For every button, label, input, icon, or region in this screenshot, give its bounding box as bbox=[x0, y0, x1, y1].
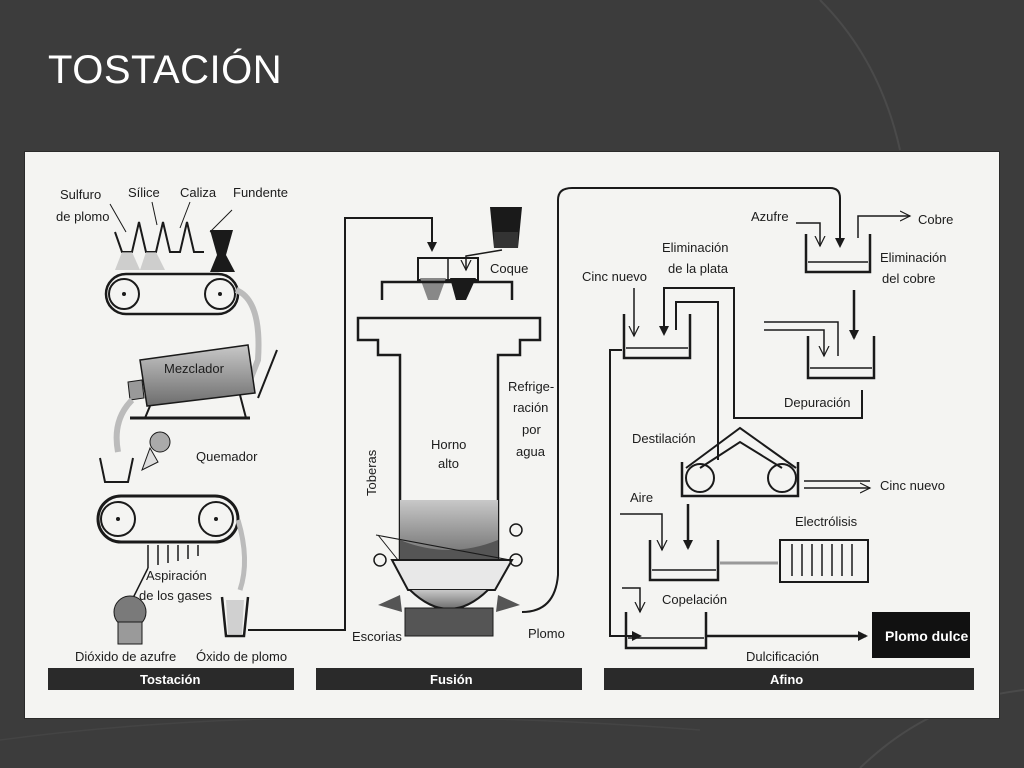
label-refrigeracion-1: Refrige- bbox=[508, 379, 554, 394]
label-azufre: Azufre bbox=[751, 209, 789, 224]
label-caliza: Caliza bbox=[180, 185, 217, 200]
blast-furnace: Horno alto bbox=[356, 280, 542, 637]
label-refrigeracion-4: agua bbox=[516, 444, 546, 459]
label-eliminacion-plata-2: de la plata bbox=[668, 261, 729, 276]
label-dulcificacion: Dulcificación bbox=[746, 649, 819, 664]
label-silice: Sílice bbox=[128, 185, 160, 200]
label-horno: Horno bbox=[431, 437, 466, 452]
label-destilacion: Destilación bbox=[632, 431, 696, 446]
gas-suction-pipes: Aspiración de los gases bbox=[130, 545, 212, 603]
conveyor-belt-top bbox=[104, 272, 240, 316]
label-toberas: Toberas bbox=[364, 449, 379, 496]
band-tostacion bbox=[48, 668, 294, 690]
label-copelacion: Copelación bbox=[662, 592, 727, 607]
label-depuracion: Depuración bbox=[784, 395, 851, 410]
electrolisis-cell: Electrólisis bbox=[720, 514, 869, 583]
mezclador: Mezclador bbox=[127, 344, 278, 420]
quemador: Quemador bbox=[141, 431, 258, 472]
process-diagram: Sulfuro de plomo Sílice Caliza Fundente … bbox=[25, 152, 999, 718]
label-eliminacion-cobre-2: del cobre bbox=[882, 271, 935, 286]
label-coque: Coque bbox=[490, 261, 528, 276]
coque-bucket: Coque bbox=[490, 207, 528, 276]
lead-line-to-refining bbox=[521, 187, 845, 613]
plomo-dulce-badge: Plomo dulce bbox=[872, 612, 970, 658]
label-fundente: Fundente bbox=[233, 185, 288, 200]
label-cinc-nuevo-out: Cinc nuevo bbox=[880, 478, 945, 493]
hoppers bbox=[114, 209, 235, 272]
label-electrolisis: Electrólisis bbox=[795, 514, 858, 529]
label-quemador: Quemador bbox=[196, 449, 258, 464]
slide-title: TOSTACIÓN bbox=[48, 48, 283, 92]
label-escorias: Escorias bbox=[352, 629, 402, 644]
label-cinc-nuevo-in: Cinc nuevo bbox=[582, 269, 647, 284]
receiving-hopper bbox=[99, 457, 134, 483]
band-fusion bbox=[316, 668, 582, 690]
return-line-depuracion bbox=[659, 287, 863, 419]
label-refrigeracion-2: ración bbox=[513, 400, 548, 415]
label-aspiracion: Aspiración bbox=[146, 568, 207, 583]
band-label-fusion: Fusión bbox=[430, 672, 473, 687]
furnace-top-hopper bbox=[417, 257, 479, 300]
label-de-plomo: de plomo bbox=[56, 209, 109, 224]
band-label-tostacion: Tostación bbox=[140, 672, 200, 687]
silver-removal: Eliminación de la plata Cinc nuevo bbox=[582, 240, 729, 460]
depuracion-vessel: Depuración bbox=[764, 321, 876, 410]
label-eliminacion-cobre-1: Eliminación bbox=[880, 250, 946, 265]
refrigeracion-labels: Refrige- ración por agua bbox=[508, 379, 554, 459]
label-alto: alto bbox=[438, 456, 459, 471]
feed-line-to-furnace bbox=[248, 217, 437, 631]
copper-removal: Azufre Cobre Eliminación del cobre bbox=[751, 209, 953, 286]
label-dioxido-de-azufre: Dióxido de azufre bbox=[75, 649, 176, 664]
label-aire: Aire bbox=[630, 490, 653, 505]
input-labels: Sulfuro de plomo Sílice Caliza Fundente bbox=[56, 185, 288, 233]
label-oxido-de-plomo: Óxido de plomo bbox=[196, 649, 287, 664]
feed-chute bbox=[234, 287, 262, 382]
distillation-unit: Destilación Cinc nuevo bbox=[632, 426, 945, 496]
label-cobre: Cobre bbox=[918, 212, 953, 227]
copelacion: Copelación bbox=[622, 587, 727, 650]
band-label-afino: Afino bbox=[770, 672, 803, 687]
oxide-hopper bbox=[220, 596, 250, 638]
label-de-los-gases: de los gases bbox=[139, 588, 212, 603]
label-refrigeracion-3: por bbox=[522, 422, 541, 437]
label-sulfuro: Sulfuro bbox=[60, 187, 101, 202]
sulfur-dioxide-tank bbox=[113, 595, 147, 645]
label-mezclador: Mezclador bbox=[164, 361, 225, 376]
fundente-hopper bbox=[210, 230, 233, 255]
label-plomo-dulce: Plomo dulce bbox=[885, 628, 968, 644]
conveyor-belt-sinter bbox=[96, 494, 248, 591]
band-afino bbox=[604, 668, 974, 690]
stage-bands: Tostación Fusión Afino bbox=[48, 668, 974, 690]
label-plomo: Plomo bbox=[528, 626, 565, 641]
cupellation-air: Aire bbox=[620, 490, 720, 582]
label-eliminacion-plata-1: Eliminación bbox=[662, 240, 728, 255]
